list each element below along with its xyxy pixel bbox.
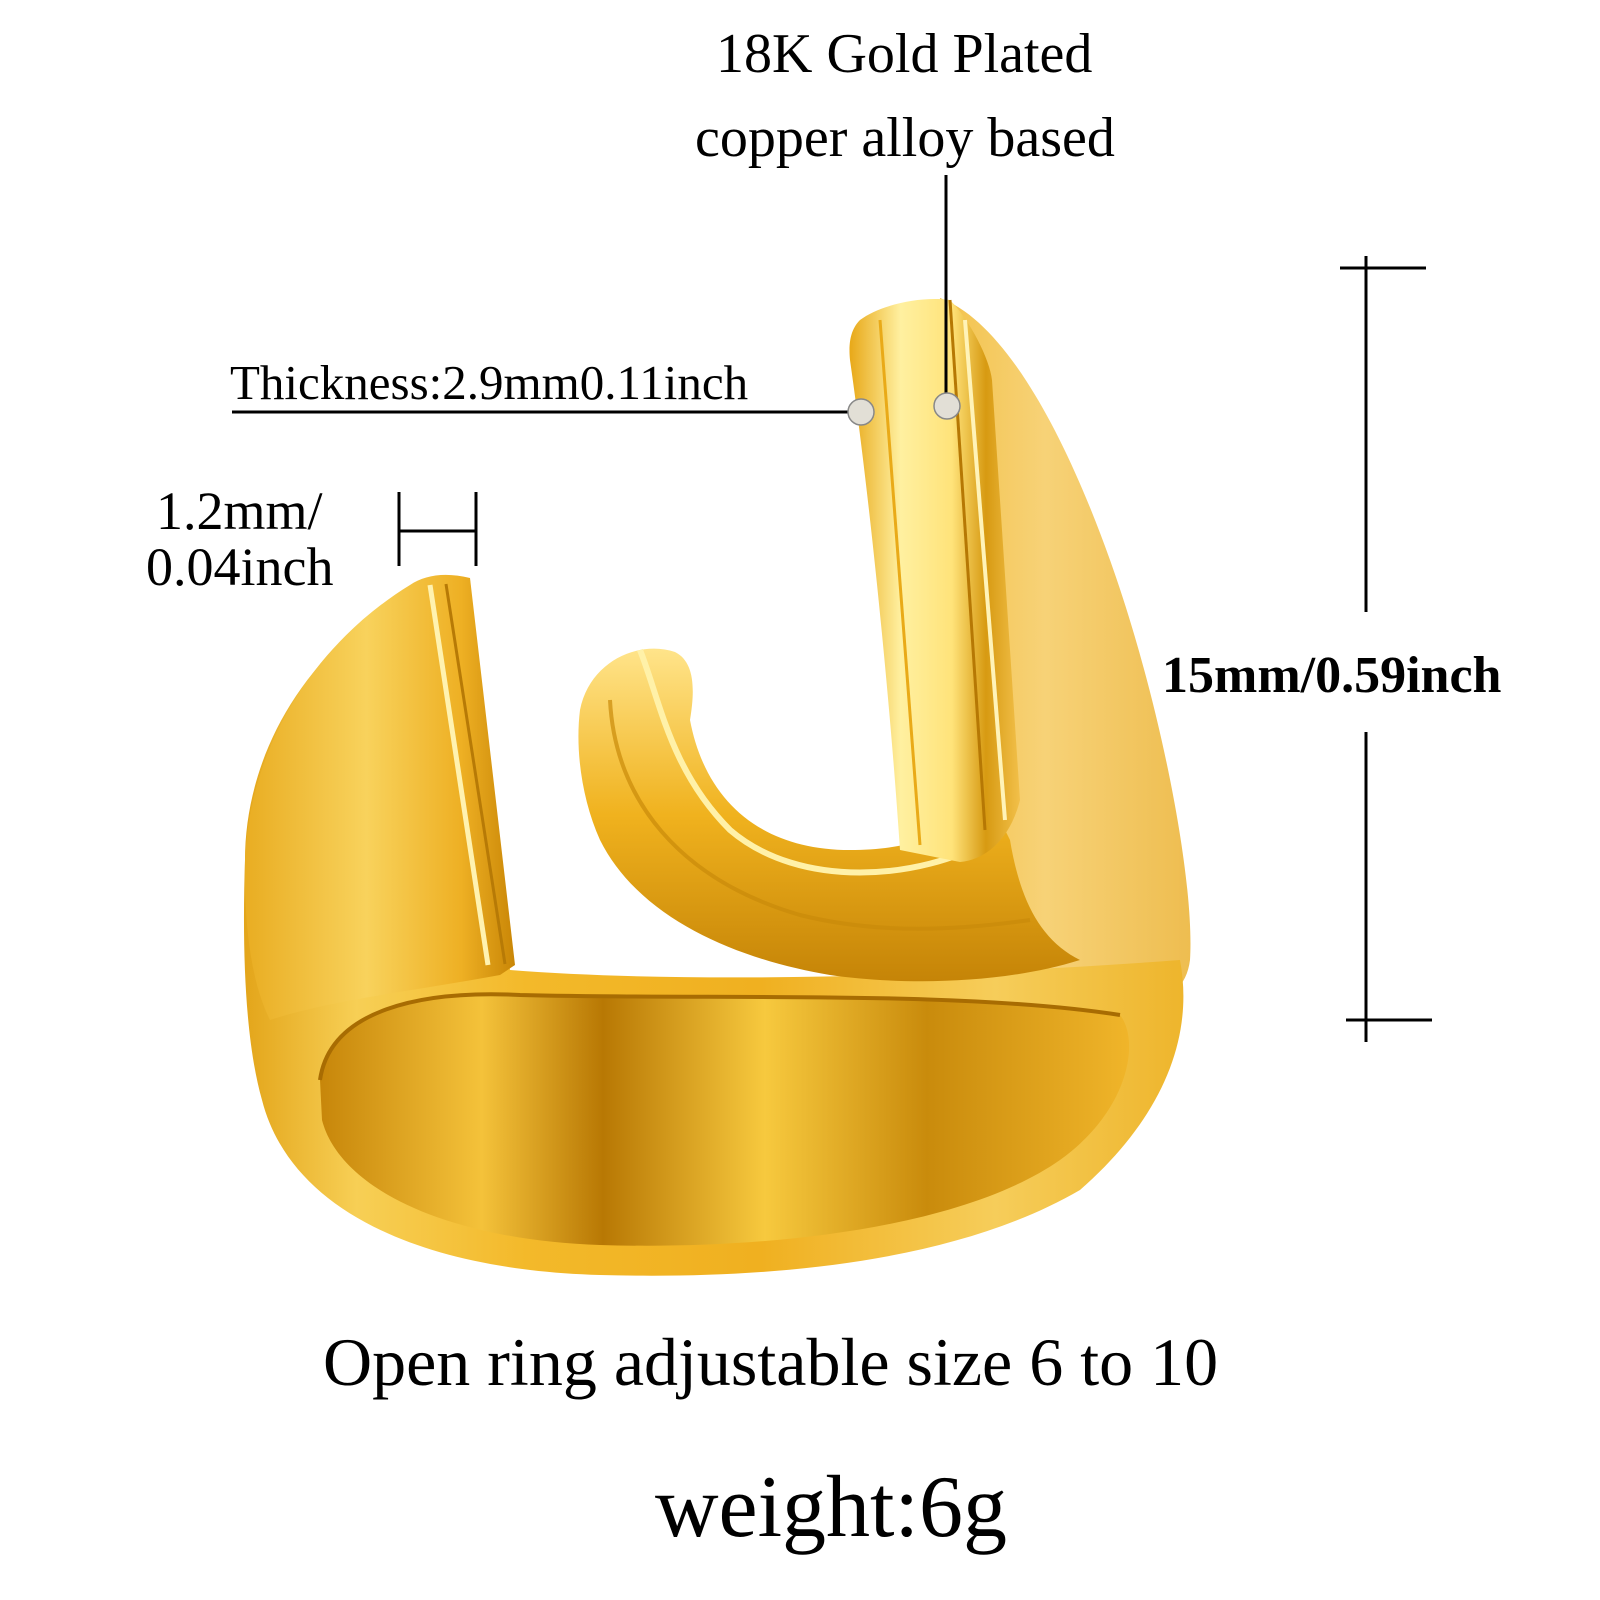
material-marker-dot-icon [933,392,961,420]
horizontal-dimension-bracket-icon [397,492,478,566]
material-label-line1: 18K Gold Plated [716,23,1093,85]
ring-inner [320,994,1130,1246]
gap-label-line1: 1.2mm/ [156,481,323,541]
vertical-dimension-bracket-icon [1340,256,1432,1042]
gap-label-line2: 0.04inch [146,537,334,597]
material-label-line2: copper alloy based [695,107,1115,169]
thickness-marker-dot-icon [847,398,875,426]
weight-label: weight:6g [655,1459,1007,1556]
ring-j-hook [578,648,1080,982]
height-label: 15mm/0.59inch [1162,647,1502,704]
ring-left-prong [244,574,516,1020]
thickness-label: Thickness:2.9mm0.11inch [230,355,749,410]
size-label: Open ring adjustable size 6 to 10 [323,1324,1219,1400]
